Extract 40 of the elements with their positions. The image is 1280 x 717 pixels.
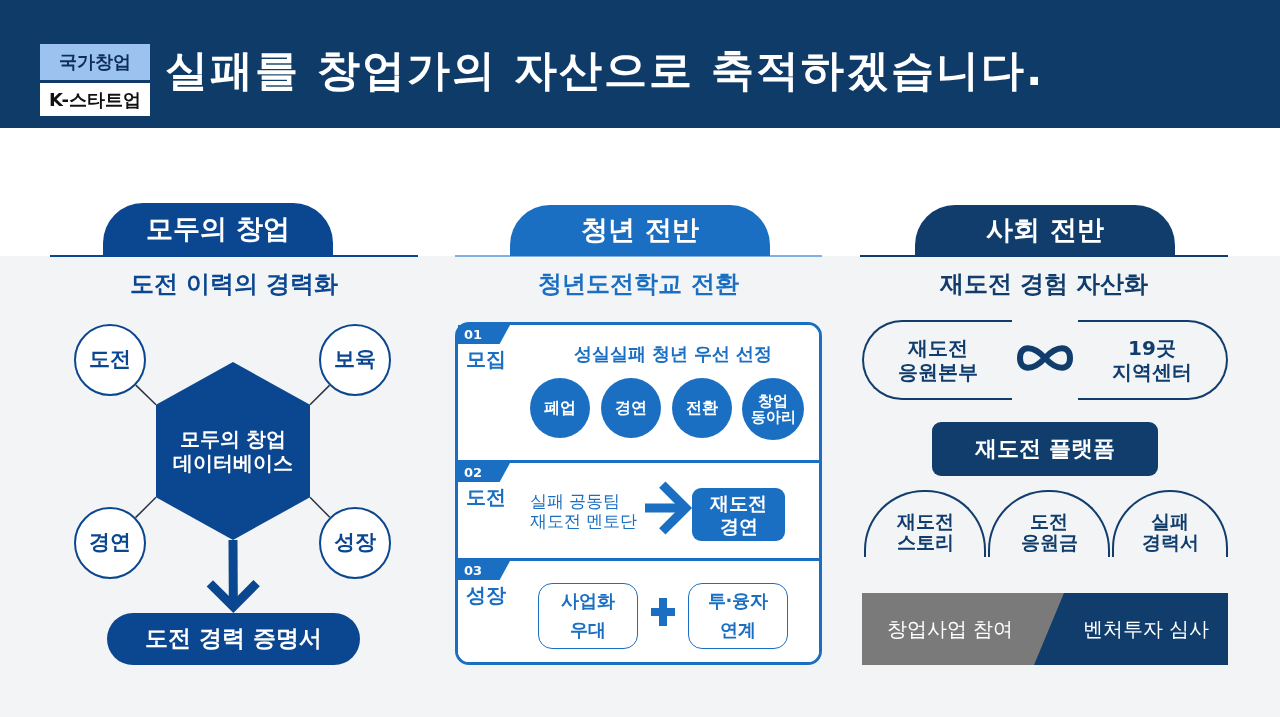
title: 실패를 창업가의 자산으로 축적하겠습니다. [165,44,1045,97]
subtitle: 청년도전학교 전환 [537,269,740,300]
pill-box: 도전 경력 증명서 [107,613,360,665]
step-description: 성실실패 청년 우선 선정 [572,343,774,365]
heading-tab: 사회 전반 [915,205,1175,256]
circle-badge: 폐업 [530,378,590,438]
step-panel [455,322,822,665]
step-heading: 모집 [466,347,506,371]
circle-badge: 창업 동아리 [742,378,804,440]
arch-box: 재도전 스토리 [864,490,986,557]
rounded-box: 19곳 지역센터 [1078,320,1228,400]
connector-line [309,496,331,519]
connector-line [135,384,157,406]
step-section [458,558,819,662]
note-text: 실패 공동팀 재도전 멘토단 [530,489,645,533]
heading-tab: 모두의 창업 [103,203,333,256]
caption-tag: 국가창업 [40,44,150,80]
label-box: 투·융자 연계 [688,583,788,649]
label-box: 사업화 우대 [538,583,638,649]
step-heading: 성장 [466,583,506,607]
heading-tab: 청년 전반 [510,205,770,256]
node-label: 모두의 창업 데이터베이스 [173,427,293,475]
hexagon-node [156,362,310,540]
step-heading: 도전 [466,485,506,509]
circle-badge: 전환 [672,378,732,438]
rounded-box: 재도전 응원본부 [862,320,1012,400]
step-number-tag: 03 [458,561,510,580]
arch-box: 실패 경력서 [1112,490,1228,557]
subtitle: 도전 이력의 경력화 [128,269,340,300]
connector-line [309,384,331,406]
label-box: 재도전 플랫폼 [932,422,1158,476]
circle-badge: 경연 [601,378,661,438]
subtitle: 재도전 경험 자산화 [938,269,1150,300]
caption-tag: K-스타트업 [40,83,150,116]
step-number-tag: 01 [458,325,510,344]
connector-line [134,496,157,519]
step-number-tag: 02 [458,463,510,482]
label-box: 재도전 경연 [692,488,785,541]
slanted-panel: 벤처투자 심사 [1034,593,1228,665]
arch-box: 도전 응원금 [988,490,1110,557]
